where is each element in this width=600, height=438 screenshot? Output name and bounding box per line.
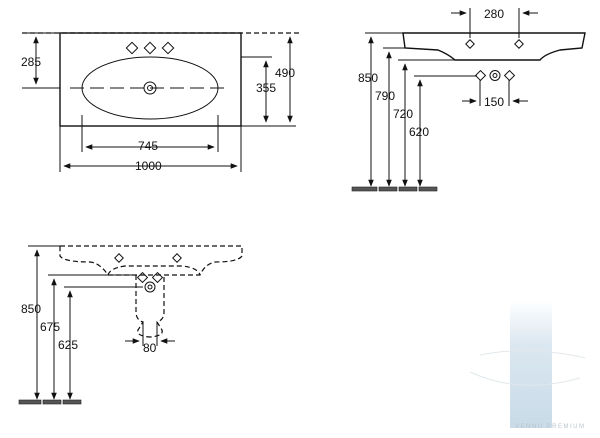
tap-holes — [125, 41, 175, 55]
dim-150: 150 — [484, 95, 504, 109]
dim-1000: 1000 — [135, 159, 162, 173]
dim-80: 80 — [143, 341, 157, 355]
dim-625: 625 — [58, 338, 78, 352]
front-view-basin-outline — [59, 245, 243, 276]
side-view-floor — [351, 186, 438, 192]
drain-icon — [143, 81, 157, 95]
dim-720: 720 — [393, 107, 413, 121]
dim-280: 280 — [484, 7, 504, 21]
dim-285: 285 — [21, 55, 41, 69]
top-view: 285 490 355 745 1000 — [21, 32, 300, 173]
watermark-text: VENNU PREMIUM — [515, 424, 586, 430]
dim-850-side: 850 — [358, 71, 378, 85]
dim-620: 620 — [409, 125, 429, 139]
side-view-fittings — [474, 69, 516, 82]
side-view-basin-profile — [402, 32, 586, 61]
dim-790: 790 — [375, 89, 395, 103]
dim-675: 675 — [40, 320, 60, 334]
watermark-bar — [510, 300, 552, 428]
front-view-siphon — [135, 275, 165, 338]
dim-490: 490 — [275, 66, 295, 80]
front-view-fittings — [136, 271, 164, 293]
dim-850-front: 850 — [21, 302, 41, 316]
dim-355: 355 — [256, 81, 276, 95]
watermark-logo: VENNU PREMIUM — [469, 300, 586, 430]
top-view-basin-outline — [59, 32, 242, 127]
front-view-floor — [18, 399, 82, 405]
side-view: 280 850 790 720 620 150 — [351, 7, 586, 192]
front-view: 850 675 625 80 — [18, 245, 243, 405]
dim-745: 745 — [138, 139, 158, 153]
